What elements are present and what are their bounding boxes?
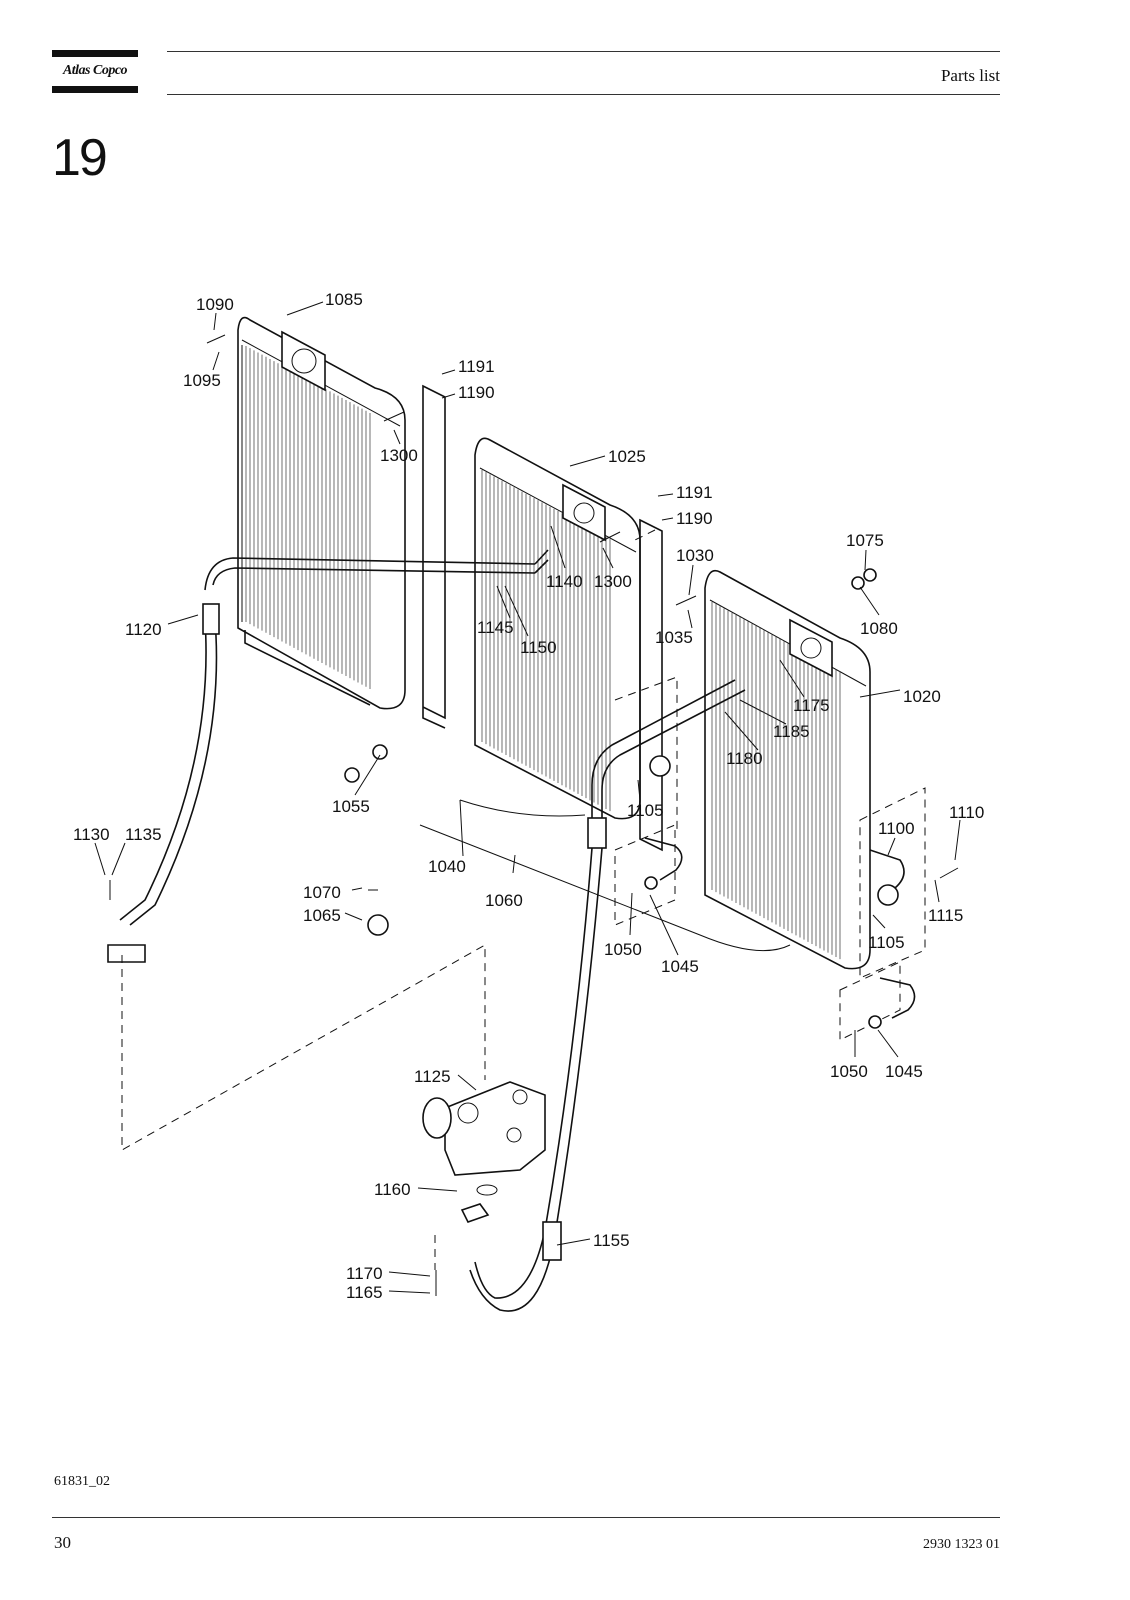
radiator-right bbox=[704, 569, 871, 970]
callout-1120: 1120 bbox=[125, 620, 162, 639]
hose-clamp-1155-upper bbox=[587, 817, 607, 849]
hose-1155 bbox=[469, 847, 603, 1312]
callout-1070: 1070 bbox=[303, 883, 341, 902]
callout-1045-b: 1045 bbox=[885, 1062, 923, 1081]
radiator-left bbox=[237, 316, 406, 710]
brand-logo: Atlas Copco bbox=[52, 50, 138, 94]
plug-1055-a bbox=[344, 767, 360, 783]
elbow-fittings bbox=[644, 837, 916, 1019]
callout-1085: 1085 bbox=[325, 290, 363, 309]
callout-1040: 1040 bbox=[428, 857, 466, 876]
callout-1045: 1045 bbox=[661, 957, 699, 976]
header-rule-bottom bbox=[167, 94, 1000, 95]
dashed-lines bbox=[121, 529, 926, 1270]
footer-rule bbox=[52, 1517, 1000, 1518]
line-1060 bbox=[419, 824, 791, 952]
callout-1300-b: 1300 bbox=[594, 572, 632, 591]
callout-1130: 1130 bbox=[73, 825, 110, 844]
valve-housing-1125 bbox=[422, 1081, 546, 1223]
line-1040 bbox=[459, 799, 586, 817]
pipe-1155-upper bbox=[591, 679, 746, 835]
callout-1080: 1080 bbox=[860, 619, 898, 638]
leader-lines bbox=[94, 301, 961, 1294]
callout-1055: 1055 bbox=[332, 797, 370, 816]
callout-1025: 1025 bbox=[608, 447, 646, 466]
callout-1090: 1090 bbox=[196, 295, 234, 314]
callout-1075: 1075 bbox=[846, 531, 884, 550]
callout-labels: 1090 1085 1095 1191 1190 1300 1025 1191 … bbox=[73, 290, 984, 1302]
plug-1055-b bbox=[372, 744, 388, 760]
callout-1030: 1030 bbox=[676, 546, 714, 565]
callout-1191: 1191 bbox=[458, 357, 495, 376]
nipple-1045 bbox=[644, 876, 658, 890]
callout-1185: 1185 bbox=[773, 722, 810, 741]
nipple-1045-b bbox=[868, 1015, 882, 1029]
hose-clamp-1155-lower bbox=[542, 1221, 562, 1261]
callout-1190-b: 1190 bbox=[676, 509, 713, 528]
callout-1105-b: 1105 bbox=[868, 933, 905, 952]
callout-1191-b: 1191 bbox=[676, 483, 713, 502]
plug-1075 bbox=[863, 568, 877, 582]
callout-1180: 1180 bbox=[726, 749, 763, 768]
logo-bottom-bar bbox=[52, 86, 138, 93]
callout-1100: 1100 bbox=[878, 819, 915, 838]
figure-reference: 61831_02 bbox=[54, 1474, 110, 1489]
callout-1190: 1190 bbox=[458, 383, 495, 402]
callout-1060: 1060 bbox=[485, 891, 523, 910]
section-title: Parts list bbox=[940, 66, 1000, 85]
callout-1105: 1105 bbox=[627, 801, 664, 820]
callout-1175: 1175 bbox=[793, 696, 830, 715]
header-rule-top bbox=[167, 51, 1000, 52]
callout-1300: 1300 bbox=[380, 446, 418, 465]
bracket-1190-left bbox=[422, 384, 446, 729]
callout-1150: 1150 bbox=[520, 638, 557, 657]
plug-1080 bbox=[851, 576, 865, 590]
document-number: 2930 1323 01 bbox=[923, 1537, 1000, 1552]
flange-1105 bbox=[649, 755, 671, 777]
clip-1065 bbox=[367, 914, 389, 936]
logo-top-bar bbox=[52, 50, 138, 57]
flange-1130 bbox=[107, 944, 146, 963]
flange-1100 bbox=[877, 884, 899, 906]
small-hardware bbox=[109, 334, 959, 1296]
callout-1145: 1145 bbox=[477, 618, 514, 637]
callout-1020: 1020 bbox=[903, 687, 941, 706]
callout-1125: 1125 bbox=[414, 1067, 451, 1086]
page-number: 30 bbox=[54, 1533, 71, 1552]
hose-1120 bbox=[119, 619, 218, 926]
callout-1115: 1115 bbox=[928, 906, 963, 925]
callout-1160: 1160 bbox=[374, 1180, 411, 1199]
hose-clamp-1120 bbox=[202, 603, 220, 635]
callout-1110: 1110 bbox=[949, 803, 984, 822]
callout-1135: 1135 bbox=[125, 825, 162, 844]
callout-1035: 1035 bbox=[655, 628, 693, 647]
callout-1050: 1050 bbox=[604, 940, 642, 959]
callout-1065: 1065 bbox=[303, 906, 341, 925]
bracket-1190-right bbox=[639, 518, 663, 852]
pipe-1120 bbox=[204, 549, 549, 591]
logo-wordmark: Atlas Copco bbox=[62, 63, 128, 78]
callout-1050-b: 1050 bbox=[830, 1062, 868, 1081]
callout-1140: 1140 bbox=[546, 572, 583, 591]
callout-1170: 1170 bbox=[346, 1264, 383, 1283]
callout-1095: 1095 bbox=[183, 371, 221, 390]
callout-1165: 1165 bbox=[346, 1283, 383, 1302]
callout-1155: 1155 bbox=[593, 1231, 630, 1250]
figure-number: 19 bbox=[52, 129, 108, 187]
